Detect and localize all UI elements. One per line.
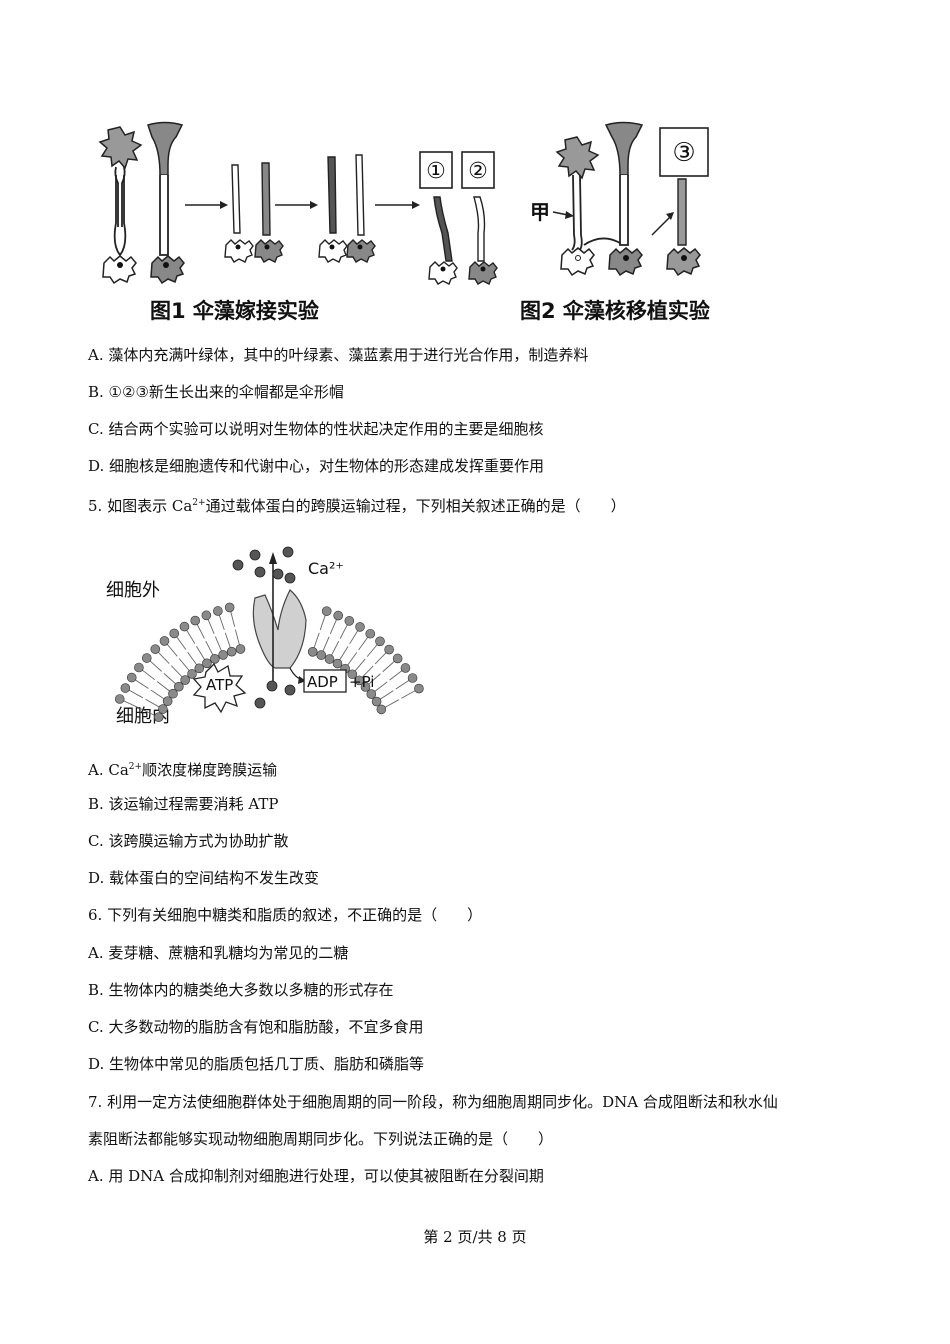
q7-stem-line1: 7. 利用一定方法使细胞群体处于细胞周期的同一阶段，称为细胞周期同步化。DNA … bbox=[88, 1093, 778, 1111]
q6-option-b: B. 生物体内的糖类绝大多数以多糖的形式存在 bbox=[88, 981, 394, 999]
q4-option-a: A. 藻体内充满叶绿体，其中的叶绿素、藻蓝素用于进行光合作用，制造养料 bbox=[88, 346, 589, 364]
fig1-caption: 图1 伞藻嫁接实验 bbox=[150, 299, 319, 323]
membrane-inside-label: 细胞内 bbox=[116, 706, 170, 727]
q6-option-d: D. 生物体中常见的脂质包括几丁质、脂肪和磷脂等 bbox=[88, 1055, 425, 1073]
fig1-stage2 bbox=[224, 162, 284, 263]
acetabularia-figures: ① ② 甲 ③ bbox=[98, 121, 709, 285]
fig1-organism-star bbox=[98, 126, 143, 285]
fig1-organism-umbrella bbox=[147, 121, 185, 285]
fig2-label-jia: 甲 bbox=[530, 200, 550, 224]
ca-ions-outside bbox=[232, 546, 296, 584]
q6-stem: 6. 下列有关细胞中糖类和脂质的叙述，不正确的是（ ） bbox=[88, 906, 483, 924]
fig1-label-2: ② bbox=[468, 159, 488, 184]
fig2-organism-star bbox=[555, 136, 600, 277]
fig1-label-1: ① bbox=[426, 159, 446, 184]
fig1-stage3 bbox=[318, 154, 376, 263]
atp-label: ATP bbox=[206, 676, 233, 694]
carrier-protein bbox=[252, 589, 307, 669]
membrane-outside-label: 细胞外 bbox=[106, 580, 160, 601]
q5-stem: 5. 如图表示 Ca2+通过载体蛋白的跨膜运输过程，下列相关叙述正确的是（ ） bbox=[88, 497, 626, 515]
atp-starburst bbox=[192, 662, 247, 714]
adp-label: ADP bbox=[307, 673, 338, 691]
fig2-organism-umbrella bbox=[583, 121, 644, 277]
fig1-stage4: ① ② bbox=[419, 151, 498, 285]
page-footer: 第 2 页/共 8 页 bbox=[423, 1228, 527, 1246]
q4-option-c: C. 结合两个实验可以说明对生物体的性状起决定作用的主要是细胞核 bbox=[88, 420, 544, 438]
lipid-bilayer bbox=[114, 602, 424, 722]
fig2-label-3: ③ bbox=[672, 138, 695, 168]
q7-option-a: A. 用 DNA 合成抑制剂对细胞进行处理，可以使其被阻断在分裂间期 bbox=[88, 1167, 544, 1185]
membrane-figure: 细胞外 细胞内 Ca²⁺ ATP ADP +Pi bbox=[106, 546, 424, 727]
q5-option-d: D. 载体蛋白的空间结构不发生改变 bbox=[88, 869, 320, 887]
ca-ion-label: Ca²⁺ bbox=[308, 559, 344, 578]
q5-option-a: A. Ca2+顺浓度梯度跨膜运输 bbox=[88, 761, 278, 779]
ca-ions-inside bbox=[254, 680, 296, 709]
fig2-regenerated bbox=[666, 178, 701, 277]
q6-option-a: A. 麦芽糖、蔗糖和乳糖均为常见的二糖 bbox=[88, 944, 349, 962]
fig2-caption: 图2 伞藻核移植实验 bbox=[520, 299, 710, 323]
pi-label: +Pi bbox=[349, 673, 374, 691]
q4-option-b: B. ①②③新生长出来的伞帽都是伞形帽 bbox=[88, 383, 344, 401]
q7-stem-line2: 素阻断法都能够实现动物细胞周期同步化。下列说法正确的是（ ） bbox=[88, 1130, 554, 1148]
q4-option-d: D. 细胞核是细胞遗传和代谢中心，对生物体的形态建成发挥重要作用 bbox=[88, 457, 545, 475]
q5-option-c: C. 该跨膜运输方式为协助扩散 bbox=[88, 832, 289, 850]
q5-option-b: B. 该运输过程需要消耗 ATP bbox=[88, 795, 279, 813]
q6-option-c: C. 大多数动物的脂肪含有饱和脂肪酸，不宜多食用 bbox=[88, 1018, 424, 1036]
